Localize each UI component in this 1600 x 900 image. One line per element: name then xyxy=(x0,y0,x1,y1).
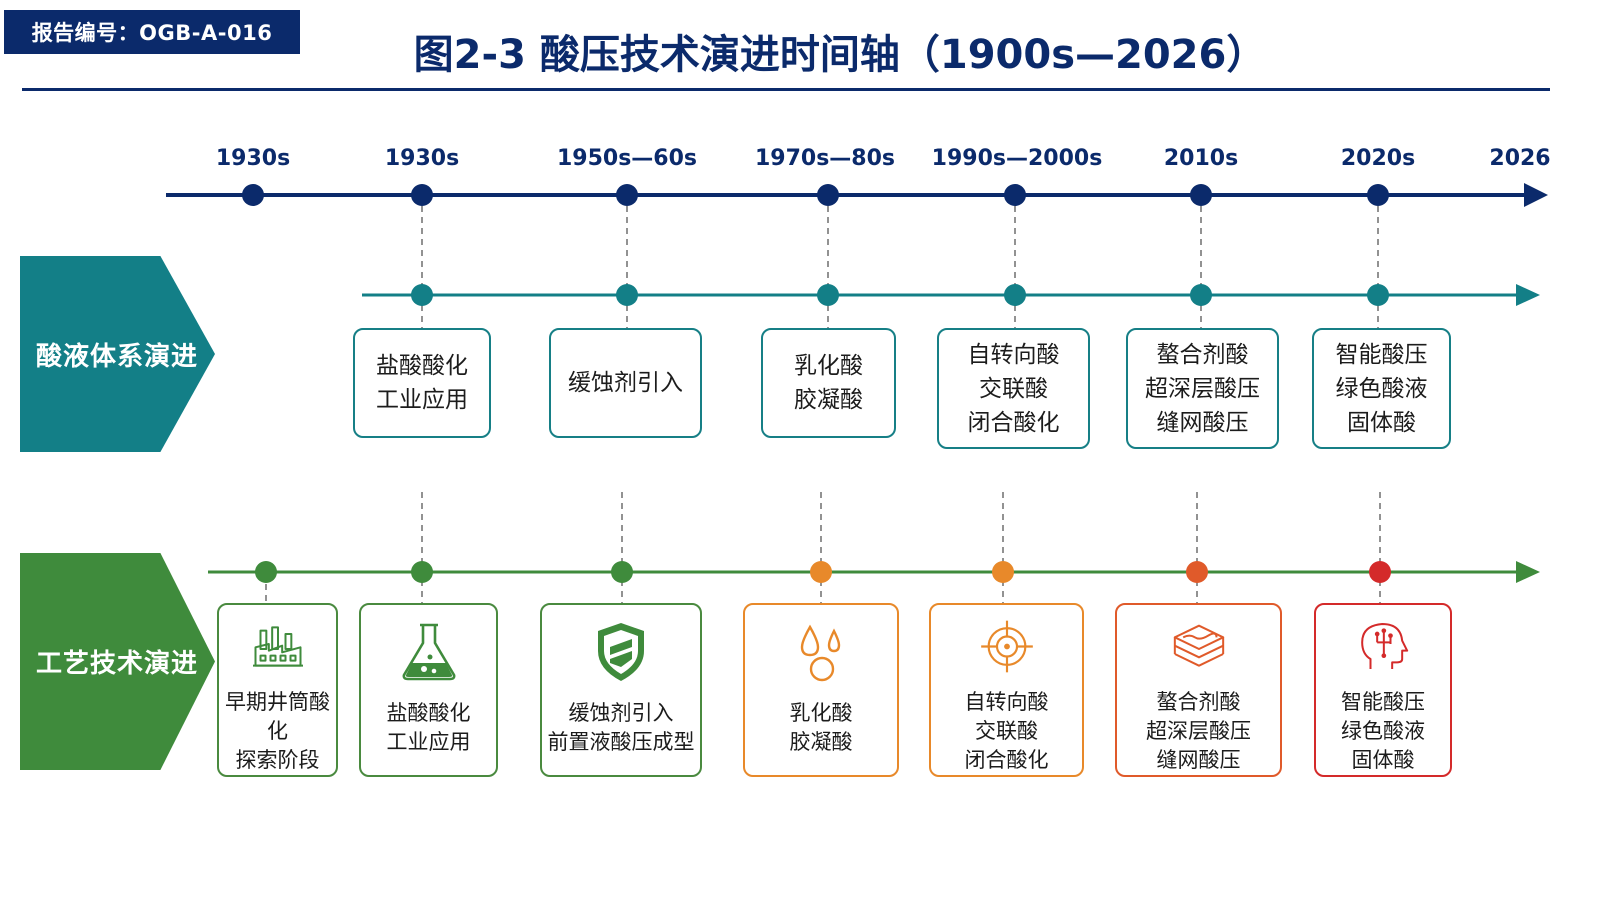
tech-card-3-text: 缓蚀剂引入 前置液酸压成型 xyxy=(547,701,695,754)
acid-card-3: 乳化酸 胶凝酸 xyxy=(761,328,896,438)
tech-card-1-text: 早期井筒酸化 探索阶段 xyxy=(225,690,330,772)
tech-timeline-dot xyxy=(411,561,433,583)
acid-timeline-dot xyxy=(1367,284,1389,306)
period-label: 2010s xyxy=(1163,146,1239,171)
shield-icon xyxy=(598,623,644,681)
tech-card-2-text: 盐酸酸化 工业应用 xyxy=(386,701,471,754)
period-label: 1950s—60s xyxy=(556,146,698,171)
title-divider xyxy=(22,88,1550,91)
period-label: 2020s xyxy=(1340,146,1416,171)
tech-timeline-arrow xyxy=(1516,561,1540,583)
ai-head-icon xyxy=(1361,623,1409,669)
period-label: 1990s—2000s xyxy=(931,146,1103,171)
tech-card-3: 缓蚀剂引入 前置液酸压成型 xyxy=(540,603,702,777)
period-label: 1930s xyxy=(215,146,291,171)
main-timeline-dot xyxy=(242,184,264,206)
acid-card-1: 盐酸酸化 工业应用 xyxy=(353,328,491,438)
tech-card-2: 盐酸酸化 工业应用 xyxy=(359,603,498,777)
process-tech-label: 工艺技术演进 xyxy=(36,649,199,679)
acid-timeline-dot xyxy=(817,284,839,306)
tech-card-7: 智能酸压 绿色酸液 固体酸 xyxy=(1314,603,1452,777)
factory-icon xyxy=(252,626,303,667)
acid-card-5: 螯合剂酸 超深层酸压 缝网酸压 xyxy=(1126,328,1279,449)
period-label: 2026 xyxy=(1489,146,1551,171)
tech-timeline-dot xyxy=(992,561,1014,583)
tech-card-5-text: 自转向酸 交联酸 闭合酸化 xyxy=(964,690,1049,772)
tech-card-6-text: 螯合剂酸 超深层酸压 缝网酸压 xyxy=(1146,690,1251,772)
acid-timeline-dot xyxy=(616,284,638,306)
tech-card-4: 乳化酸 胶凝酸 xyxy=(743,603,899,777)
main-timeline-dot xyxy=(1004,184,1026,206)
tech-card-4-text: 乳化酸 胶凝酸 xyxy=(789,701,853,754)
acid-card-4: 自转向酸 交联酸 闭合酸化 xyxy=(937,328,1090,449)
main-timeline-dot xyxy=(411,184,433,206)
rock-layers-icon xyxy=(1173,624,1224,667)
main-timeline-dot xyxy=(1190,184,1212,206)
tech-card-6: 螯合剂酸 超深层酸压 缝网酸压 xyxy=(1115,603,1282,777)
tech-card-7-text: 智能酸压 绿色酸液 固体酸 xyxy=(1341,690,1425,772)
main-timeline-dot xyxy=(616,184,638,206)
acid-system-label: 酸液体系演进 xyxy=(36,341,199,372)
droplets-icon xyxy=(800,624,841,682)
flask-icon xyxy=(402,623,455,681)
period-label: 1970s—80s xyxy=(754,146,896,171)
main-timeline-dot xyxy=(817,184,839,206)
main-timeline-dot xyxy=(1367,184,1389,206)
tech-timeline-dot xyxy=(1369,561,1391,583)
acid-timeline-dot xyxy=(1004,284,1026,306)
tech-timeline-dot xyxy=(611,561,633,583)
main-timeline-arrow xyxy=(1524,183,1548,207)
acid-card-2: 缓蚀剂引入 xyxy=(549,328,702,438)
page-title: 图2-3 酸压技术演进时间轴（1900s—2026） xyxy=(413,32,1267,78)
acid-timeline-dot xyxy=(411,284,433,306)
tech-card-1: 早期井筒酸化 探索阶段 xyxy=(217,603,338,777)
tech-timeline-dot xyxy=(255,561,277,583)
acid-timeline-dot xyxy=(1190,284,1212,306)
period-label: 1930s xyxy=(384,146,460,171)
tech-card-5: 自转向酸 交联酸 闭合酸化 xyxy=(929,603,1084,777)
acid-card-6: 智能酸压 绿色酸液 固体酸 xyxy=(1312,328,1451,449)
tech-timeline-dot xyxy=(1186,561,1208,583)
report-id-badge: 报告编号：OGB-A-016 xyxy=(4,10,300,54)
target-icon xyxy=(980,620,1033,673)
acid-timeline-arrow xyxy=(1516,284,1540,306)
tech-timeline-dot xyxy=(810,561,832,583)
